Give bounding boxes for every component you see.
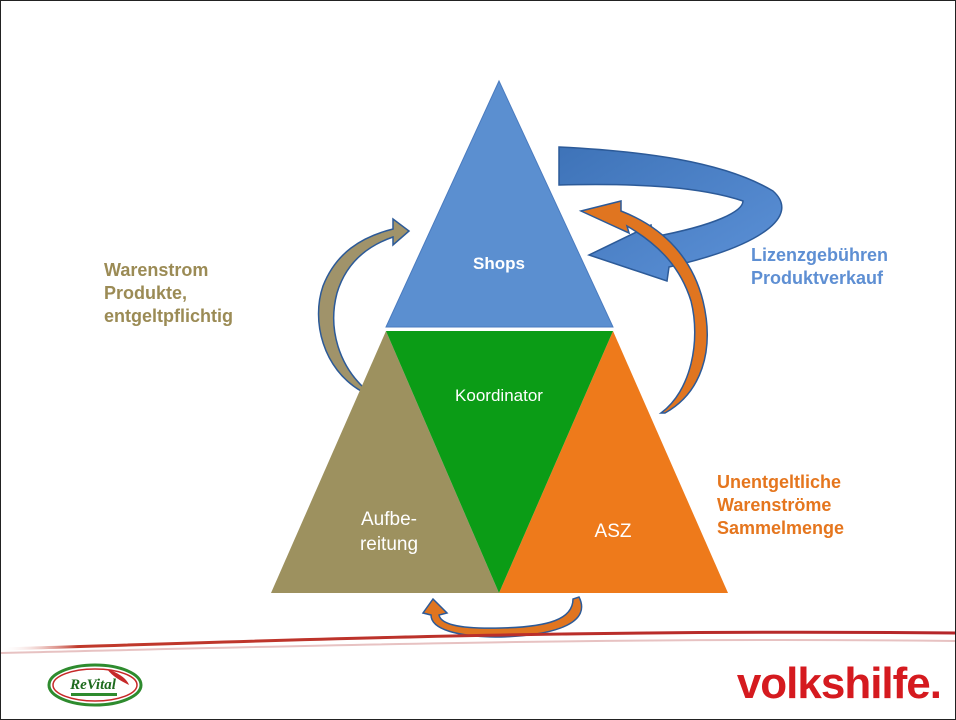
unentgelt-label: Unentgeltliche Warenströme Sammelmenge	[717, 471, 844, 540]
warenstrom-label: Warenstrom Produkte, entgeltpflichtig	[104, 259, 233, 328]
asz-label: ASZ	[595, 521, 632, 542]
aufbereitung-triangle	[271, 331, 499, 593]
aufbereitung-to-shops-arrow	[317, 217, 411, 393]
lizenz-line-1: Lizenzgebühren	[751, 245, 889, 265]
lizenz-line-2: Produktverkauf	[751, 268, 884, 288]
license-fee-arrow	[558, 146, 783, 282]
shops-triangle	[385, 79, 614, 328]
shops-label: Shops	[473, 254, 525, 273]
lizenz-label: Lizenzgebühren Produktverkauf	[751, 244, 888, 290]
koordinator-triangle	[386, 331, 613, 593]
unentgelt-line-2: Warenströme	[717, 495, 832, 515]
aufbereitung-label-line1: Aufbe-	[361, 509, 417, 530]
unentgelt-line-1: Unentgeltliche	[717, 472, 842, 492]
asz-to-shops-arrow	[578, 200, 708, 414]
asz-triangle	[499, 331, 728, 593]
unentgelt-line-3: Sammelmenge	[717, 518, 845, 538]
revital-logo: ReVital	[47, 663, 143, 707]
volkshilfe-logo: volkshilfe.	[736, 659, 942, 708]
warenstrom-line-3: entgeltpflichtig	[104, 306, 233, 326]
revital-logo-text: ReVital	[69, 677, 117, 693]
asz-to-aufbereitung-arrow	[421, 596, 583, 638]
koordinator-label: Koordinator	[455, 386, 543, 405]
warenstrom-line-2: Produkte,	[104, 283, 188, 303]
aufbereitung-label-line2: reitung	[360, 534, 418, 555]
warenstrom-line-1: Warenstrom	[104, 260, 209, 280]
